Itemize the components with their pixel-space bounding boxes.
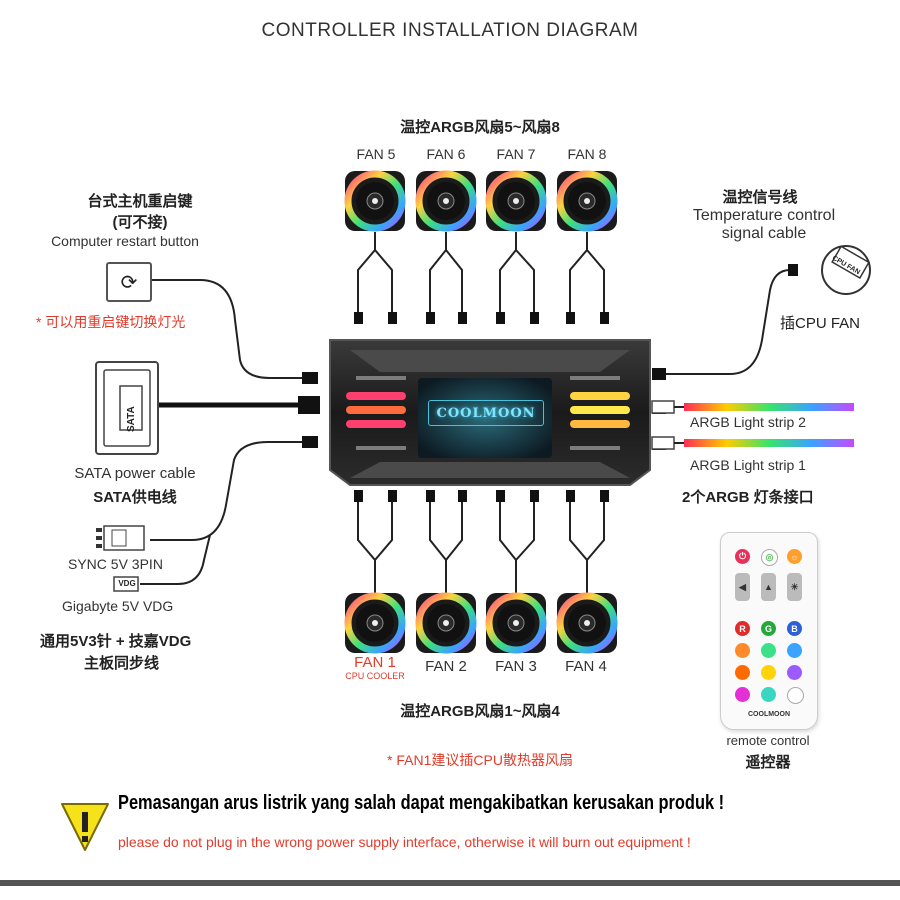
warning-en-text: please do not plug in the wrong power su…: [118, 834, 691, 850]
speed-control-icon: ▲: [761, 573, 776, 601]
sync-cable: [150, 441, 302, 541]
color-button-mint: [761, 643, 776, 658]
argb-strip-1-label: ARGB Light strip 1: [690, 457, 806, 473]
restart-note: * 可以用重启键切换灯光: [36, 314, 186, 330]
red-button: R: [735, 621, 750, 636]
sync-cn-label-2: 主板同步线: [84, 655, 160, 672]
fan7-icon: [485, 170, 547, 232]
fan7-label: FAN 7: [496, 146, 536, 162]
vdg-tag: VDG: [118, 579, 136, 588]
warning-id-text: Pemasangan arus listrik yang salah dapat…: [118, 792, 725, 814]
fan6-icon: [415, 170, 477, 232]
fan1-note: * FAN1建议插CPU散热器风扇: [387, 752, 573, 768]
restart-cn-label: 台式主机重启键: [87, 193, 193, 210]
diagram-title: CONTROLLER INSTALLATION DIAGRAM: [261, 20, 639, 41]
fan2-icon: [415, 592, 477, 654]
remote-control: ⏻ ◎ ☼ ◀ ▲ ☀ R G B COOLMOON: [720, 532, 818, 730]
fan5-icon: [344, 170, 406, 232]
sync-cn-label-1: 通用5V3针 + 技嘉VDG: [40, 633, 192, 650]
top-fan-plugs: [354, 312, 609, 324]
bottom-fan-plugs: [354, 490, 609, 502]
sata-connector: [95, 361, 159, 455]
vdg-cable: [140, 534, 211, 585]
fan8-icon: [556, 170, 618, 232]
left-control-icon: ◀: [735, 573, 750, 601]
vdg-connector: [113, 576, 139, 592]
cpu-fan-socket: [821, 245, 871, 295]
warning-triangle: [61, 803, 109, 851]
sata-connector-label: SATA: [126, 406, 137, 432]
argb-strip-2: [651, 400, 854, 414]
sync-3pin-label: SYNC 5V 3PIN: [68, 556, 163, 572]
bottom-divider: [0, 880, 900, 886]
color-button-magenta: [735, 687, 750, 702]
color-button-skyblue: [787, 643, 802, 658]
vdg-label: Gigabyte 5V VDG: [62, 598, 174, 614]
fan5-label: FAN 5: [356, 146, 396, 162]
temp-cable: [666, 269, 791, 375]
remote-brand: COOLMOON: [748, 711, 790, 718]
color-button-yellow: [761, 665, 776, 680]
color-button-purple: [787, 665, 802, 680]
fan6-label: FAN 6: [426, 146, 466, 162]
sata-en-label: SATA power cable: [74, 465, 196, 482]
brightness-control-icon: ☀: [787, 573, 802, 601]
temp-cn-label: 温控信号线: [722, 189, 798, 206]
fan8-label: FAN 8: [567, 146, 607, 162]
remote-en-label: remote control: [726, 733, 810, 748]
temp-en-label-2: signal cable: [721, 225, 807, 242]
cpu-fan-plug-label: 插CPU FAN: [780, 315, 861, 332]
argb-strip-2-label: ARGB Light strip 2: [690, 414, 806, 430]
top-fan-wires: [357, 232, 605, 312]
argb-strip-1: [651, 436, 854, 450]
controller-brand: COOLMOON: [428, 400, 544, 426]
green-button: G: [761, 621, 776, 636]
fan1-icon: [344, 592, 406, 654]
restart-optional-label: (可不接): [112, 214, 168, 231]
argb-cn-label: 2个ARGB 灯条接口: [682, 489, 814, 506]
fan3-icon: [485, 592, 547, 654]
restart-cable: [148, 279, 302, 379]
fan2-label: FAN 2: [425, 658, 467, 675]
mode-icon: ◎: [761, 549, 778, 566]
restart-button-icon: ⟳: [106, 262, 152, 302]
blue-button: B: [787, 621, 802, 636]
color-button-white: [787, 687, 804, 704]
color-button-orange: [735, 643, 750, 658]
restart-en-label: Computer restart button: [51, 233, 199, 249]
temp-en-label-1: Temperature control: [692, 207, 836, 224]
bottom-fan-wires: [357, 500, 605, 594]
sata-cn-label: SATA供电线: [93, 489, 177, 506]
controller-body: [298, 339, 666, 486]
fan4-icon: [556, 592, 618, 654]
remote-cn-label: 遥控器: [745, 754, 791, 771]
auto-icon: ☼: [787, 549, 802, 564]
fan1-label: FAN 1: [354, 654, 396, 671]
fan3-label: FAN 3: [495, 658, 537, 675]
color-button-darkorange: [735, 665, 750, 680]
sync-3pin-connector: [96, 525, 145, 551]
fan1-sub-label: CPU COOLER: [345, 671, 405, 681]
fan4-label: FAN 4: [565, 658, 607, 675]
top-fans-heading: 温控ARGB风扇5~风扇8: [400, 119, 560, 136]
bottom-fans-heading: 温控ARGB风扇1~风扇4: [400, 703, 560, 720]
power-icon: ⏻: [735, 549, 750, 564]
color-button-teal: [761, 687, 776, 702]
